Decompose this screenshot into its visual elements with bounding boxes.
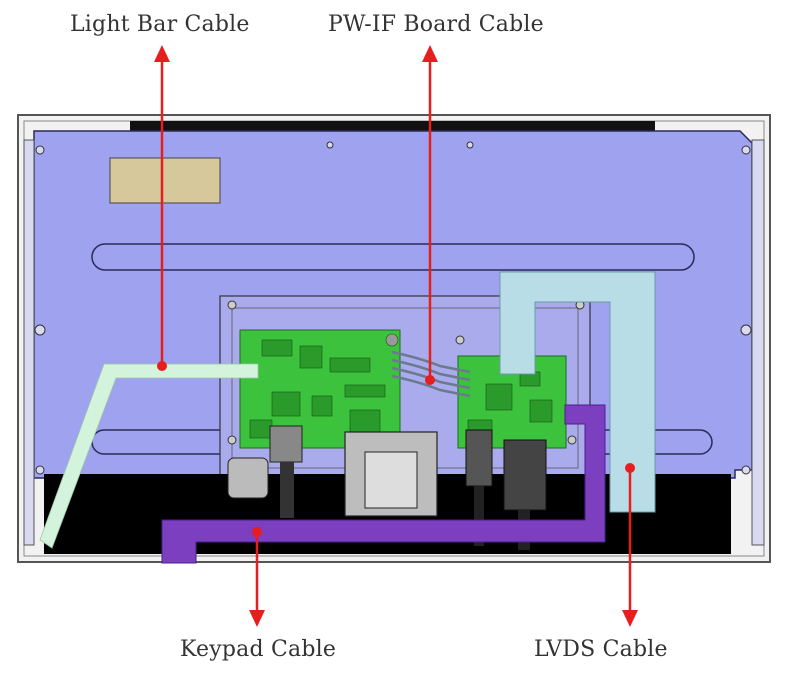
vga-plug bbox=[503, 439, 547, 511]
arrow-lvds bbox=[622, 463, 638, 627]
ac-jack bbox=[227, 457, 269, 499]
hdmi-cord bbox=[474, 486, 484, 546]
panel-edge-right bbox=[751, 139, 765, 546]
keypad-cable-label: Keypad Cable bbox=[180, 637, 337, 662]
arrow-light-bar bbox=[154, 45, 170, 371]
lvds-cable bbox=[499, 271, 656, 513]
ac-cord bbox=[280, 462, 294, 518]
top-strip bbox=[130, 121, 655, 131]
mounting-holes bbox=[34, 141, 752, 475]
vesa-mount-inner bbox=[364, 451, 418, 509]
bracket-screws bbox=[227, 300, 585, 445]
arrow-pw-if bbox=[422, 45, 438, 385]
pw-if-board-cable-label: PW-IF Board Cable bbox=[328, 12, 544, 37]
pw-if-ribbon-cable bbox=[391, 350, 471, 398]
arrow-keypad bbox=[249, 527, 265, 627]
lvds-cable-label: LVDS Cable bbox=[534, 637, 668, 662]
light-bar-cable-label: Light Bar Cable bbox=[70, 12, 250, 37]
ac-inlet bbox=[269, 425, 303, 463]
power-board-components bbox=[249, 333, 399, 439]
light-bar-cable bbox=[39, 363, 259, 549]
rib-upper bbox=[91, 243, 695, 271]
panel-edge-left bbox=[23, 139, 35, 546]
keypad-cable bbox=[161, 404, 606, 564]
label-tag bbox=[109, 157, 221, 204]
hdmi-plug bbox=[465, 429, 493, 487]
